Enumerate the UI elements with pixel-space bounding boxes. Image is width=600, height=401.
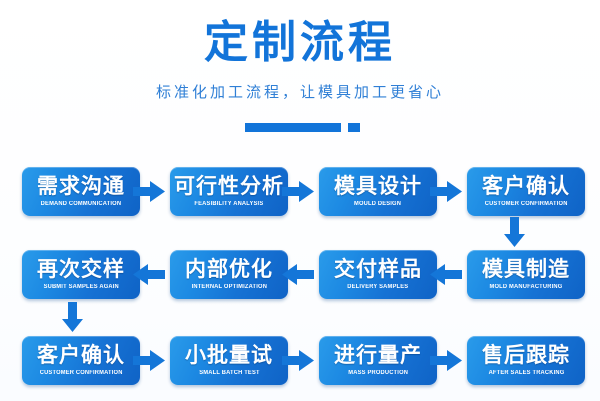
flow-node-after-sales-tracking[interactable]: 售后跟踪 AFTER SALES TRACKING	[467, 336, 585, 385]
flow-node-label-cn: 可行性分析	[174, 174, 284, 198]
flow-node-label-cn: 进行量产	[334, 343, 422, 367]
flow-node-label-en: DEMAND COMMUNICATION	[40, 201, 122, 207]
arrow-down-icon	[504, 217, 525, 247]
flow-node-label-en: AFTER SALES TRACKING	[488, 370, 564, 376]
flow-node-label-en: DELIVERY SAMPLES	[347, 284, 409, 290]
flow-node-label-en: FEASIBILITY ANALYSIS	[194, 201, 264, 207]
flow-node-label-en: SUBMIT SAMPLES AGAIN	[43, 284, 119, 290]
flow-node-label-en: INTERNAL OPTIMIZATION	[191, 284, 267, 290]
divider-square	[348, 123, 360, 132]
flow-node-label-cn: 模具制造	[482, 257, 570, 281]
flow-node-label-cn: 需求沟通	[37, 174, 125, 198]
flow-node-internal-optimization[interactable]: 内部优化 INTERNAL OPTIMIZATION	[170, 250, 288, 299]
arrow-left-icon	[430, 264, 462, 285]
flow-node-label-en: CUSTOMER CONFIRMATION	[39, 370, 123, 376]
flow-node-mold-manufacturing[interactable]: 模具制造 MOLD MANUFACTURING	[467, 250, 585, 299]
flow-node-customer-confirmation-2[interactable]: 客户确认 CUSTOMER CONFIRMATION	[22, 336, 140, 385]
flow-node-small-batch-test[interactable]: 小批量试 SMALL BATCH TEST	[170, 336, 288, 385]
flow-node-label-cn: 客户确认	[482, 174, 570, 198]
flow-node-label-en: MOULD DESIGN	[354, 201, 402, 207]
arrow-right-icon	[430, 350, 462, 371]
arrow-right-icon	[282, 350, 314, 371]
flow-node-label-en: SMALL BATCH TEST	[198, 370, 260, 376]
flow-node-label-en: MASS PRODUCTION	[348, 370, 408, 376]
arrow-right-icon	[430, 181, 462, 202]
flow-node-mould-design[interactable]: 模具设计 MOULD DESIGN	[319, 167, 437, 216]
flow-node-label-en: CUSTOMER CONFIRMATION	[484, 201, 568, 207]
flow-node-delivery-samples[interactable]: 交付样品 DELIVERY SAMPLES	[319, 250, 437, 299]
flow-node-customer-confirmation-1[interactable]: 客户确认 CUSTOMER CONFIRMATION	[467, 167, 585, 216]
flow-node-label-cn: 内部优化	[185, 257, 273, 281]
flow-node-label-cn: 模具设计	[334, 174, 422, 198]
flow-row-2: 再次交样 SUBMIT SAMPLES AGAIN 内部优化 INTERNAL …	[0, 250, 600, 300]
arrow-left-icon	[282, 264, 314, 285]
header: 定制流程 标准化加工流程，让模具加工更省心	[0, 0, 600, 102]
flow-node-feasibility-analysis[interactable]: 可行性分析 FEASIBILITY ANALYSIS	[170, 167, 288, 216]
flow-node-label-cn: 再次交样	[37, 257, 125, 281]
title-divider	[0, 122, 600, 134]
arrow-right-icon	[133, 350, 165, 371]
flow-node-mass-production[interactable]: 进行量产 MASS PRODUCTION	[319, 336, 437, 385]
flow-row-3: 客户确认 CUSTOMER CONFIRMATION 小批量试 SMALL BA…	[0, 336, 600, 386]
flow-row-1: 需求沟通 DEMAND COMMUNICATION 可行性分析 FEASIBIL…	[0, 167, 600, 217]
arrow-down-icon	[62, 302, 83, 332]
flow-node-label-cn: 小批量试	[185, 343, 273, 367]
flow-node-label-en: MOLD MANUFACTURING	[489, 284, 563, 290]
flow-node-label-cn: 售后跟踪	[482, 343, 570, 367]
page-subtitle: 标准化加工流程，让模具加工更省心	[155, 83, 444, 101]
flow-node-submit-samples-again[interactable]: 再次交样 SUBMIT SAMPLES AGAIN	[22, 250, 140, 299]
flow-node-label-cn: 客户确认	[37, 343, 125, 367]
divider-bar	[245, 123, 341, 132]
flow-node-demand-communication[interactable]: 需求沟通 DEMAND COMMUNICATION	[22, 167, 140, 216]
arrow-right-icon	[133, 181, 165, 202]
arrow-right-icon	[282, 181, 314, 202]
arrow-left-icon	[133, 264, 165, 285]
page-title: 定制流程	[204, 17, 396, 68]
flow-node-label-cn: 交付样品	[334, 257, 422, 281]
